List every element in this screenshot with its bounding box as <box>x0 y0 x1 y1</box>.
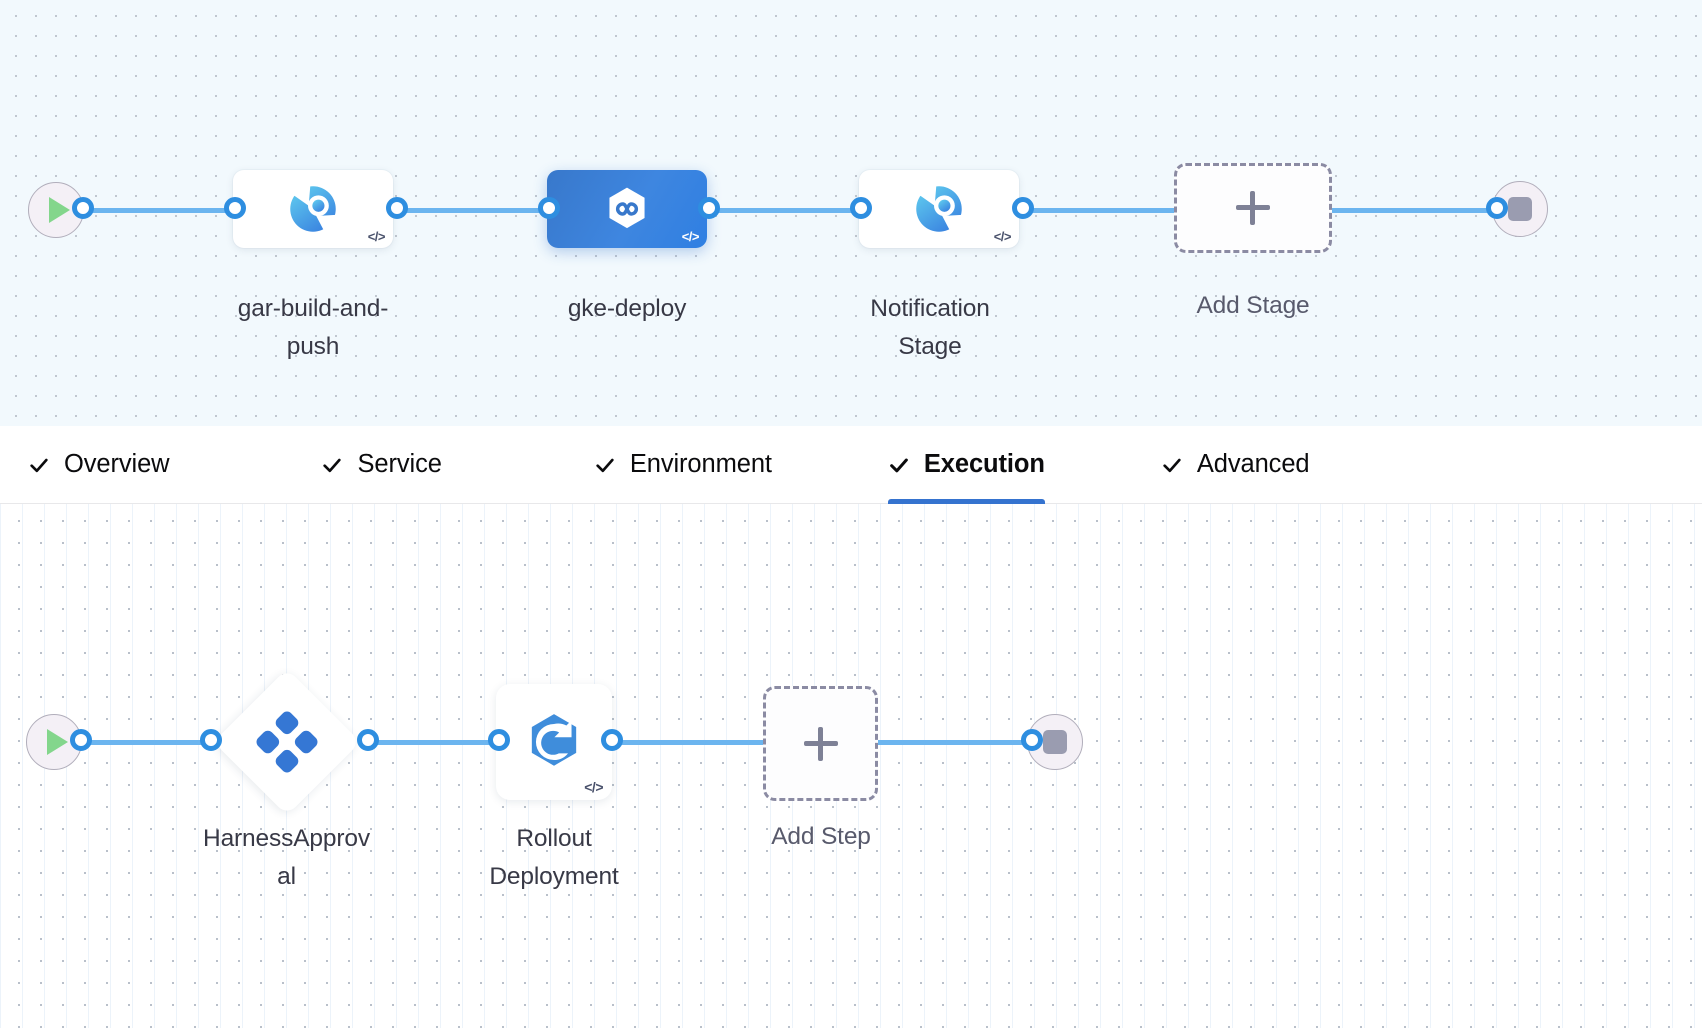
check-icon <box>30 458 48 472</box>
edge-exec-start-to-step-1 <box>84 740 224 745</box>
tab-label: Environment <box>629 450 772 478</box>
stage-node-gar-build-and-push[interactable]: </> <box>233 170 393 248</box>
edge-stage-2-to-stage-3 <box>710 208 864 213</box>
code-badge: </> <box>993 229 1012 244</box>
edge-step-1-to-step-2 <box>366 740 506 745</box>
edge-add-stage-to-end <box>1330 208 1496 213</box>
tab-label: Execution <box>923 450 1045 478</box>
check-icon <box>1163 458 1181 472</box>
port-end-in[interactable] <box>1486 197 1508 219</box>
port-step-1-in[interactable] <box>200 729 222 751</box>
stage-label-gke-deploy: gke-deploy <box>567 295 687 322</box>
custom-stage-icon <box>916 185 962 232</box>
port-stage-2-in[interactable] <box>538 197 560 219</box>
add-stage-label: Add Stage <box>1196 292 1310 319</box>
edge-step-2-to-add-step <box>610 740 782 745</box>
port-stage-1-in[interactable] <box>224 197 246 219</box>
port-stage-3-in[interactable] <box>850 197 872 219</box>
port-exec-end-in[interactable] <box>1021 729 1043 751</box>
port-step-1-out[interactable] <box>357 729 379 751</box>
edge-stage-3-to-add-stage <box>1022 208 1182 213</box>
play-icon <box>49 197 70 223</box>
tab-active-underline <box>887 498 1045 504</box>
code-badge: </> <box>367 229 386 244</box>
add-step-label: Add Step <box>771 823 871 850</box>
edge-stage-1-to-stage-2 <box>398 208 558 213</box>
port-step-2-out[interactable] <box>601 729 623 751</box>
stage-label-gar-build-and-push: gar-build-and-push <box>237 295 389 360</box>
add-stage-button[interactable] <box>1174 163 1332 253</box>
stage-node-notification-stage[interactable]: </> <box>859 170 1019 248</box>
stage-node-gke-deploy[interactable]: </> <box>547 170 707 248</box>
tab-advanced[interactable]: Advanced <box>1131 426 1340 504</box>
port-stage-3-out[interactable] <box>1012 197 1034 219</box>
step-node-harness-approval[interactable] <box>213 668 361 816</box>
edge-add-step-to-exec-end <box>872 740 1044 745</box>
stage-config-tabs: Overview Service Environment Execution <box>0 426 1702 504</box>
build-stage-icon <box>290 185 336 232</box>
tab-label: Service <box>357 450 442 478</box>
port-start-out[interactable] <box>72 197 94 219</box>
tab-label: Overview <box>64 450 170 478</box>
stop-icon <box>1508 197 1532 221</box>
deploy-stage-icon <box>609 187 645 229</box>
tab-service[interactable]: Service <box>291 426 471 504</box>
stage-graph-canvas[interactable]: </> gar-build-and-push </> gke-deploy <box>0 0 1702 426</box>
edge-start-to-stage-1 <box>86 208 238 213</box>
check-icon <box>596 458 614 472</box>
step-node-rollout-deployment[interactable]: </> <box>496 684 612 800</box>
code-badge: </> <box>584 779 603 795</box>
plus-icon <box>1236 191 1270 225</box>
port-stage-1-out[interactable] <box>386 197 408 219</box>
plus-icon <box>803 726 838 761</box>
add-step-button[interactable] <box>763 686 878 801</box>
play-icon <box>47 729 68 755</box>
code-badge: </> <box>681 229 700 244</box>
tab-execution[interactable]: Execution <box>858 426 1075 504</box>
tab-environment[interactable]: Environment <box>564 426 802 504</box>
port-exec-start-out[interactable] <box>70 729 92 751</box>
check-icon <box>323 458 342 472</box>
stop-icon <box>1043 730 1067 754</box>
check-icon <box>890 458 908 472</box>
tab-overview[interactable]: Overview <box>0 426 199 504</box>
port-step-2-in[interactable] <box>488 729 510 751</box>
tab-label: Advanced <box>1196 450 1310 478</box>
k8s-rollout-icon <box>531 714 577 766</box>
port-stage-2-out[interactable] <box>698 197 720 219</box>
